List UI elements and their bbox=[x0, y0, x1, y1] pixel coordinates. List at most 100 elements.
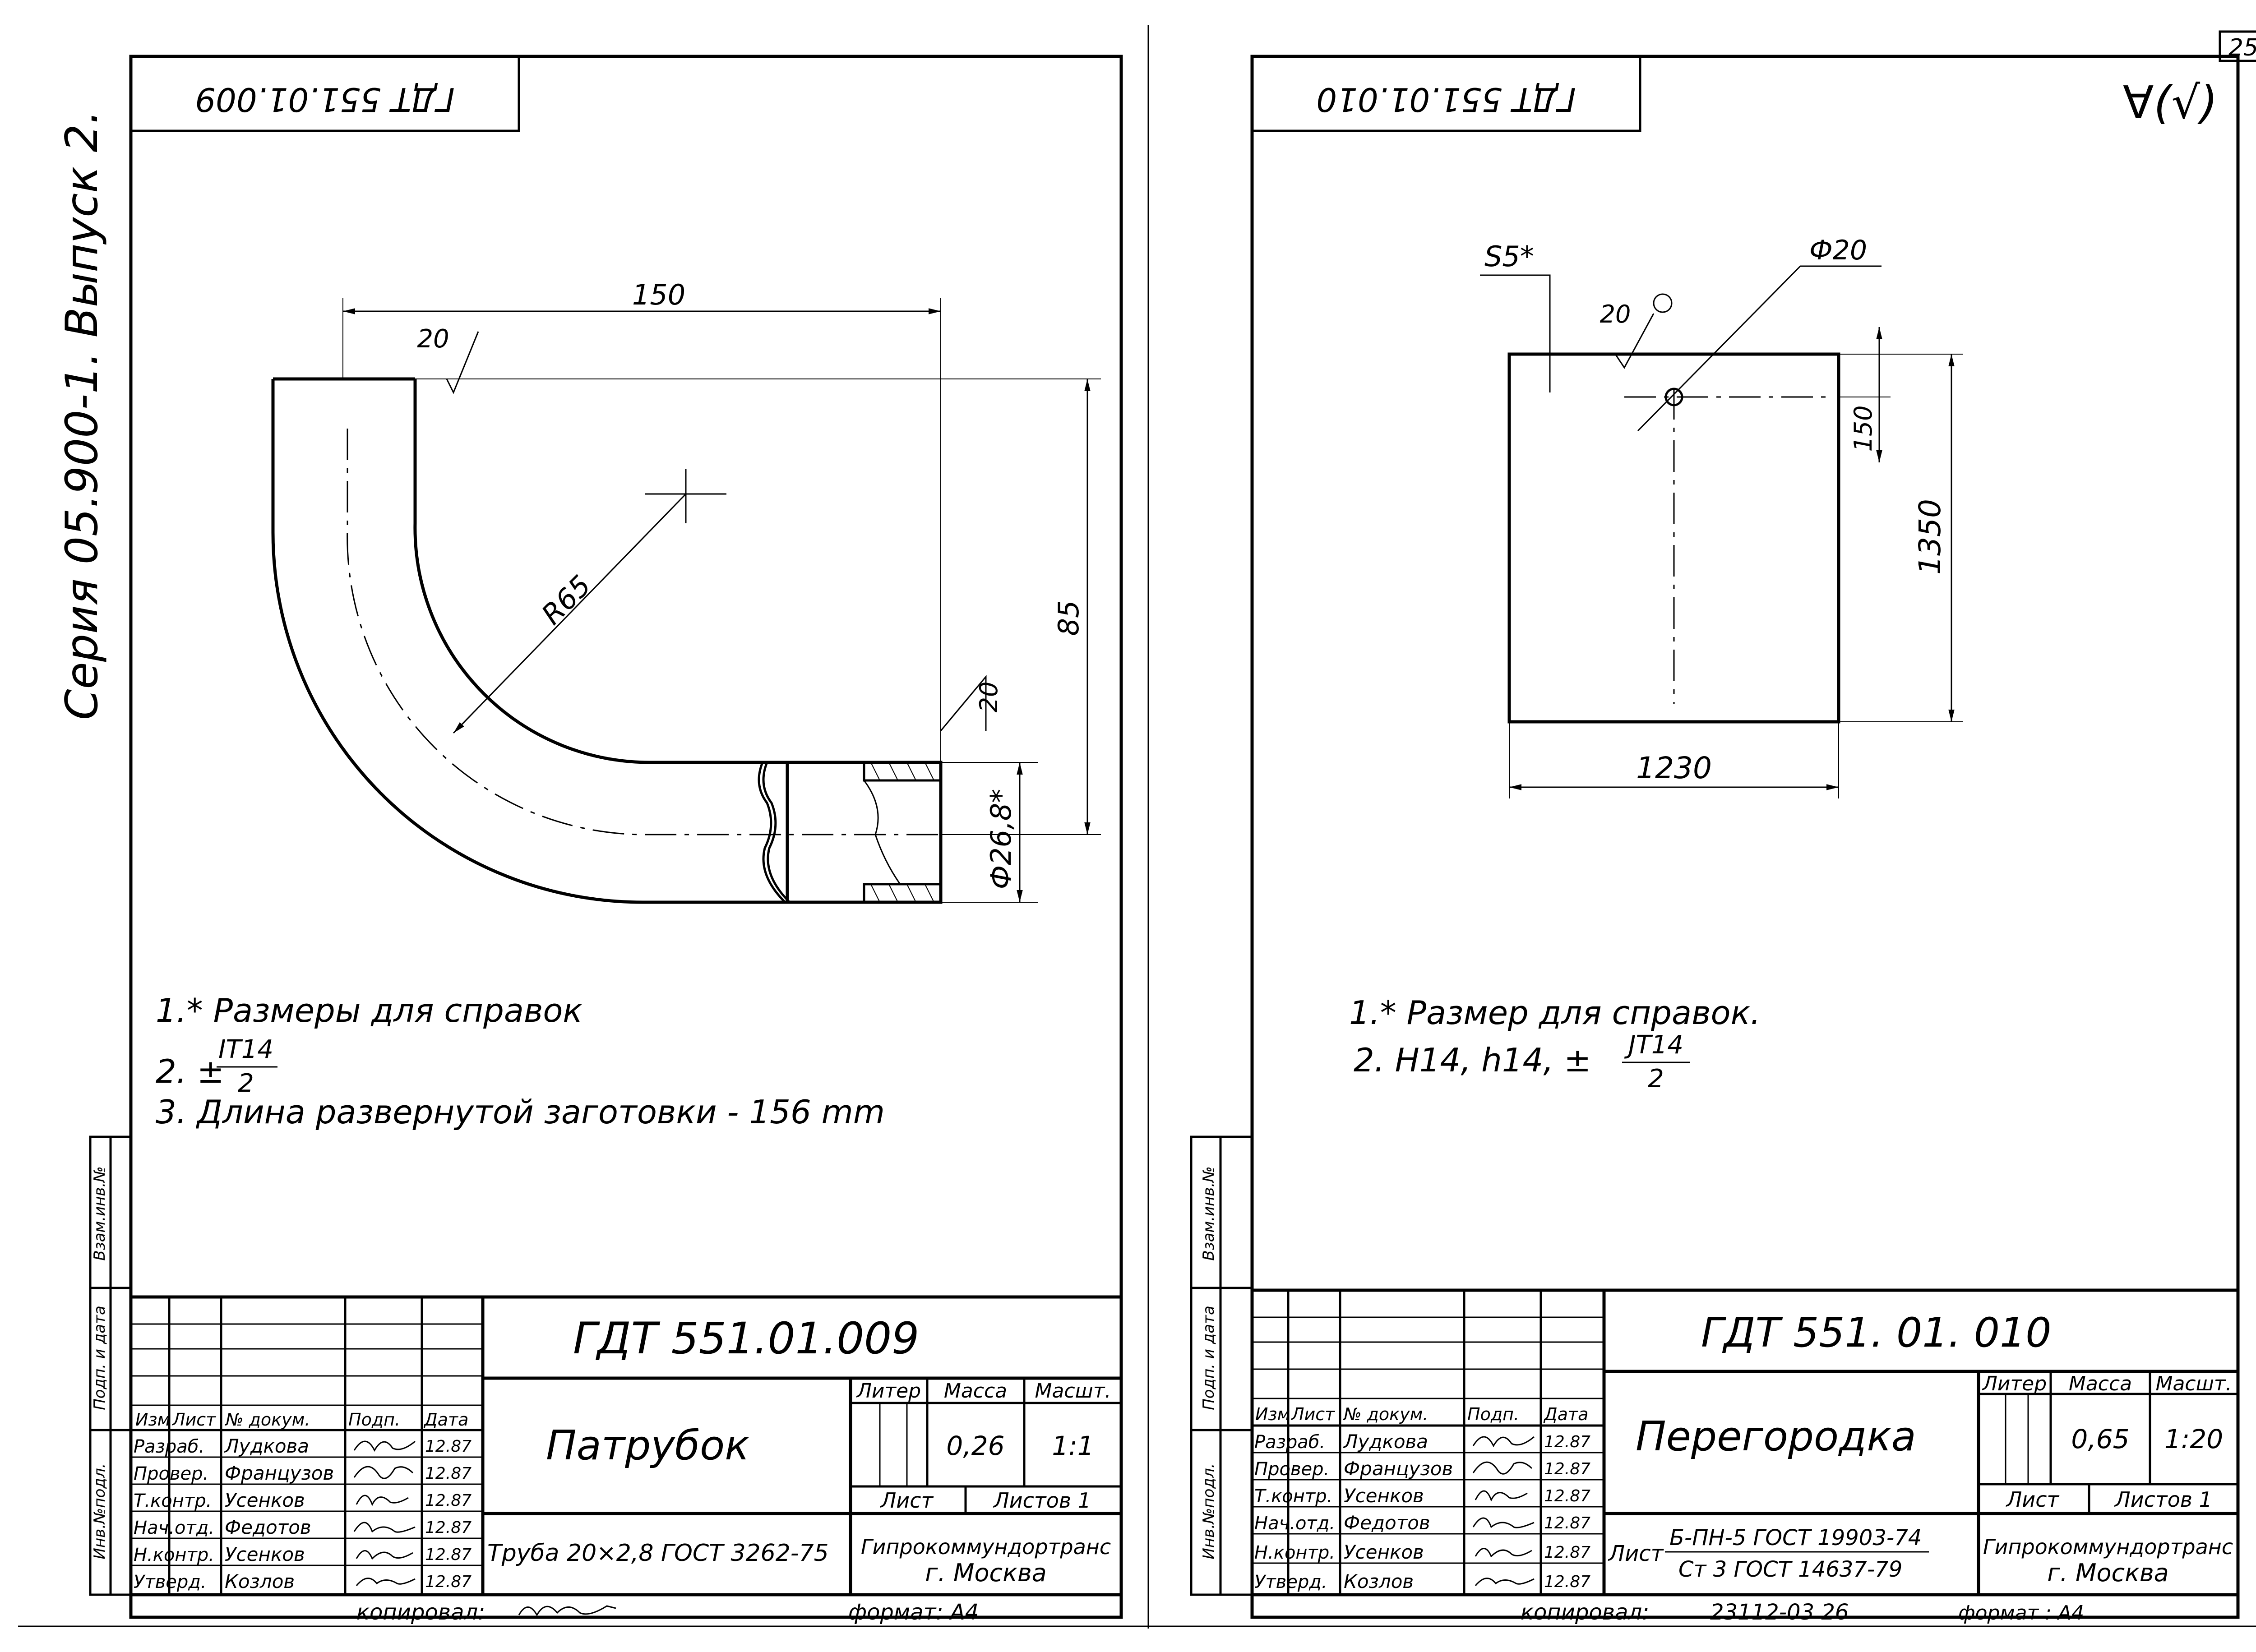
name-5: Усенков bbox=[225, 1543, 305, 1565]
sheet-label: Лист bbox=[880, 1488, 934, 1513]
r-liter-label: Литер bbox=[1982, 1372, 2047, 1395]
roughness-right: 20 bbox=[975, 682, 1003, 713]
pipe-section bbox=[786, 761, 943, 904]
org-name: Гипрокоммундортранс bbox=[861, 1535, 1111, 1559]
r-name-6: Козлов bbox=[1344, 1570, 1414, 1592]
r-date-4: 12.87 bbox=[1544, 1514, 1590, 1532]
left-tolerance-num: IT14 bbox=[218, 1035, 273, 1064]
dim-width: 1230 bbox=[1636, 751, 1712, 785]
pipe-break-line bbox=[762, 762, 791, 903]
role-1: Разраб. bbox=[134, 1436, 204, 1457]
left-doc-code: ГДТ 551.01.009 bbox=[573, 1313, 919, 1364]
r-sheets-label: Листов 1 bbox=[2114, 1487, 2212, 1512]
r-copy-number: 23112-03 26 bbox=[1710, 1600, 1849, 1625]
r-col-sign: Подп. bbox=[1467, 1404, 1519, 1424]
left-note-1: 1.* Размеры для справок bbox=[156, 992, 582, 1029]
r-name-4: Федотов bbox=[1344, 1512, 1430, 1534]
partition-drawing: Ф20 20 S5* 1230 1350 150 bbox=[1480, 235, 1963, 798]
r-org-city: г. Москва bbox=[2047, 1559, 2169, 1587]
scale-value: 1:1 bbox=[1052, 1431, 1094, 1461]
right-frame bbox=[1250, 55, 2240, 1619]
name-6: Козлов bbox=[225, 1570, 295, 1592]
r-org-name: Гипрокоммундортранс bbox=[1983, 1535, 2233, 1559]
r-role-2: Провер. bbox=[1254, 1459, 1329, 1480]
right-tolerance-num: JT14 bbox=[1624, 1030, 1683, 1060]
org-city: г. Москва bbox=[925, 1559, 1047, 1587]
role-5: Н.контр. bbox=[134, 1545, 214, 1565]
pipe-centre-line bbox=[347, 429, 943, 835]
roughness-general: ∀(√) bbox=[2123, 76, 2218, 129]
r-format-label: формат : А4 bbox=[1958, 1601, 2084, 1624]
right-code-stamp-box bbox=[1251, 55, 1641, 132]
right-note-1: 1.* Размер для справок. bbox=[1349, 994, 1761, 1032]
r-date-6: 12.87 bbox=[1544, 1573, 1590, 1591]
pipe-outer-contour bbox=[271, 379, 787, 904]
dim-roughness: 20 bbox=[1600, 300, 1631, 328]
role-4: Нач.отд. bbox=[134, 1518, 214, 1538]
page-number-box bbox=[2219, 30, 2256, 62]
side-label-sign: Подп. и дата bbox=[91, 1306, 109, 1410]
right-notes: 1.* Размер для справок. 2. H14, h14, ± J… bbox=[1349, 994, 1761, 1094]
r-mass-label: Масса bbox=[2069, 1372, 2132, 1395]
right-side-label-replace: Взам.инв.№ bbox=[1200, 1166, 1218, 1260]
liter-label: Литер bbox=[856, 1380, 921, 1403]
r-role-5: Н.контр. bbox=[1254, 1542, 1335, 1563]
right-side-label-sign: Подп. и дата bbox=[1200, 1306, 1218, 1410]
r-copied-label: копировал: bbox=[1521, 1600, 1649, 1625]
r-col-list: Лист bbox=[1290, 1404, 1336, 1424]
format-label: формат: А4 bbox=[848, 1600, 979, 1625]
side-label-replace: Взам.инв.№ bbox=[91, 1166, 109, 1260]
series-label: Серия 05.900-1. Выпуск 2. bbox=[56, 110, 108, 720]
left-note-3: 3. Длина развернутой заготовки - 156 mm bbox=[156, 1093, 885, 1131]
dim-hole: Ф20 bbox=[1809, 235, 1867, 266]
r-col-izm: Изм bbox=[1255, 1404, 1290, 1424]
dim-height: 1350 bbox=[1913, 499, 1947, 575]
dim-diameter: Ф26,8* bbox=[985, 789, 1017, 889]
pipe-inner-contour bbox=[413, 379, 941, 764]
name-2: Французов bbox=[225, 1462, 334, 1484]
dim-width: 150 bbox=[632, 278, 685, 311]
sheets-label: Листов 1 bbox=[993, 1488, 1091, 1513]
side-label-inv: Инв.№подл. bbox=[91, 1463, 109, 1560]
r-role-3: Т.контр. bbox=[1254, 1486, 1332, 1507]
r-role-4: Нач.отд. bbox=[1254, 1513, 1335, 1534]
date-5: 12.87 bbox=[425, 1546, 472, 1564]
right-material-prefix: Лист bbox=[1608, 1541, 1664, 1566]
r-name-5: Усенков bbox=[1344, 1541, 1424, 1563]
left-tolerance-den: 2 bbox=[238, 1069, 254, 1098]
r-role-1: Разраб. bbox=[1254, 1432, 1325, 1453]
right-tolerance-den: 2 bbox=[1648, 1064, 1664, 1094]
date-2: 12.87 bbox=[425, 1464, 472, 1483]
copier-signature bbox=[518, 1605, 616, 1617]
pipe-bend-drawing: 150 20 85 R65 20 Ф26,8* bbox=[271, 278, 1101, 904]
role-2: Провер. bbox=[134, 1463, 208, 1484]
roughness-top: 20 bbox=[417, 324, 449, 354]
right-material-bottom: Ст 3 ГОСТ 14637-79 bbox=[1678, 1557, 1902, 1582]
r-date-5: 12.87 bbox=[1544, 1543, 1590, 1562]
col-doc: № докум. bbox=[225, 1410, 310, 1430]
left-title-block: Изм Лист № докум. Подп. Дата Разраб. Про… bbox=[129, 1295, 1123, 1625]
left-material: Труба 20×2,8 ГОСТ 3262-75 bbox=[487, 1540, 829, 1567]
right-side-label-inv: Инв.№подл. bbox=[1200, 1463, 1218, 1560]
left-part-name: Патрубок bbox=[546, 1422, 749, 1469]
right-side-stamp: Инв.№подл. Подп. и дата Взам.инв.№ bbox=[1190, 1135, 1253, 1596]
r-scale-label: Масшт. bbox=[2156, 1372, 2232, 1395]
left-code-stamp: ГДТ 551.01.009 bbox=[195, 80, 454, 118]
dim-height: 85 bbox=[1052, 600, 1085, 636]
hole bbox=[1664, 388, 1683, 406]
signatures bbox=[353, 1440, 416, 1586]
scale-label: Масшт. bbox=[1035, 1380, 1111, 1403]
r-sheet-label: Лист bbox=[2006, 1487, 2060, 1512]
dim-thickness: S5* bbox=[1484, 240, 1534, 273]
date-3: 12.87 bbox=[425, 1491, 472, 1510]
name-4: Федотов bbox=[225, 1516, 311, 1538]
copied-label: копировал: bbox=[356, 1600, 485, 1625]
left-side-stamp: Инв.№подл. Подп. и дата Взам.инв.№ bbox=[89, 1135, 132, 1596]
right-code-stamp: ГДТ 551.01.010 bbox=[1316, 80, 1576, 118]
r-name-3: Усенков bbox=[1344, 1485, 1424, 1507]
mass-value: 0,26 bbox=[946, 1431, 1004, 1461]
dim-offset: 150 bbox=[1849, 405, 1877, 452]
right-title-block: Изм Лист № докум. Подп. Дата Разраб. Про… bbox=[1250, 1288, 2240, 1625]
col-sign: Подп. bbox=[348, 1410, 400, 1430]
